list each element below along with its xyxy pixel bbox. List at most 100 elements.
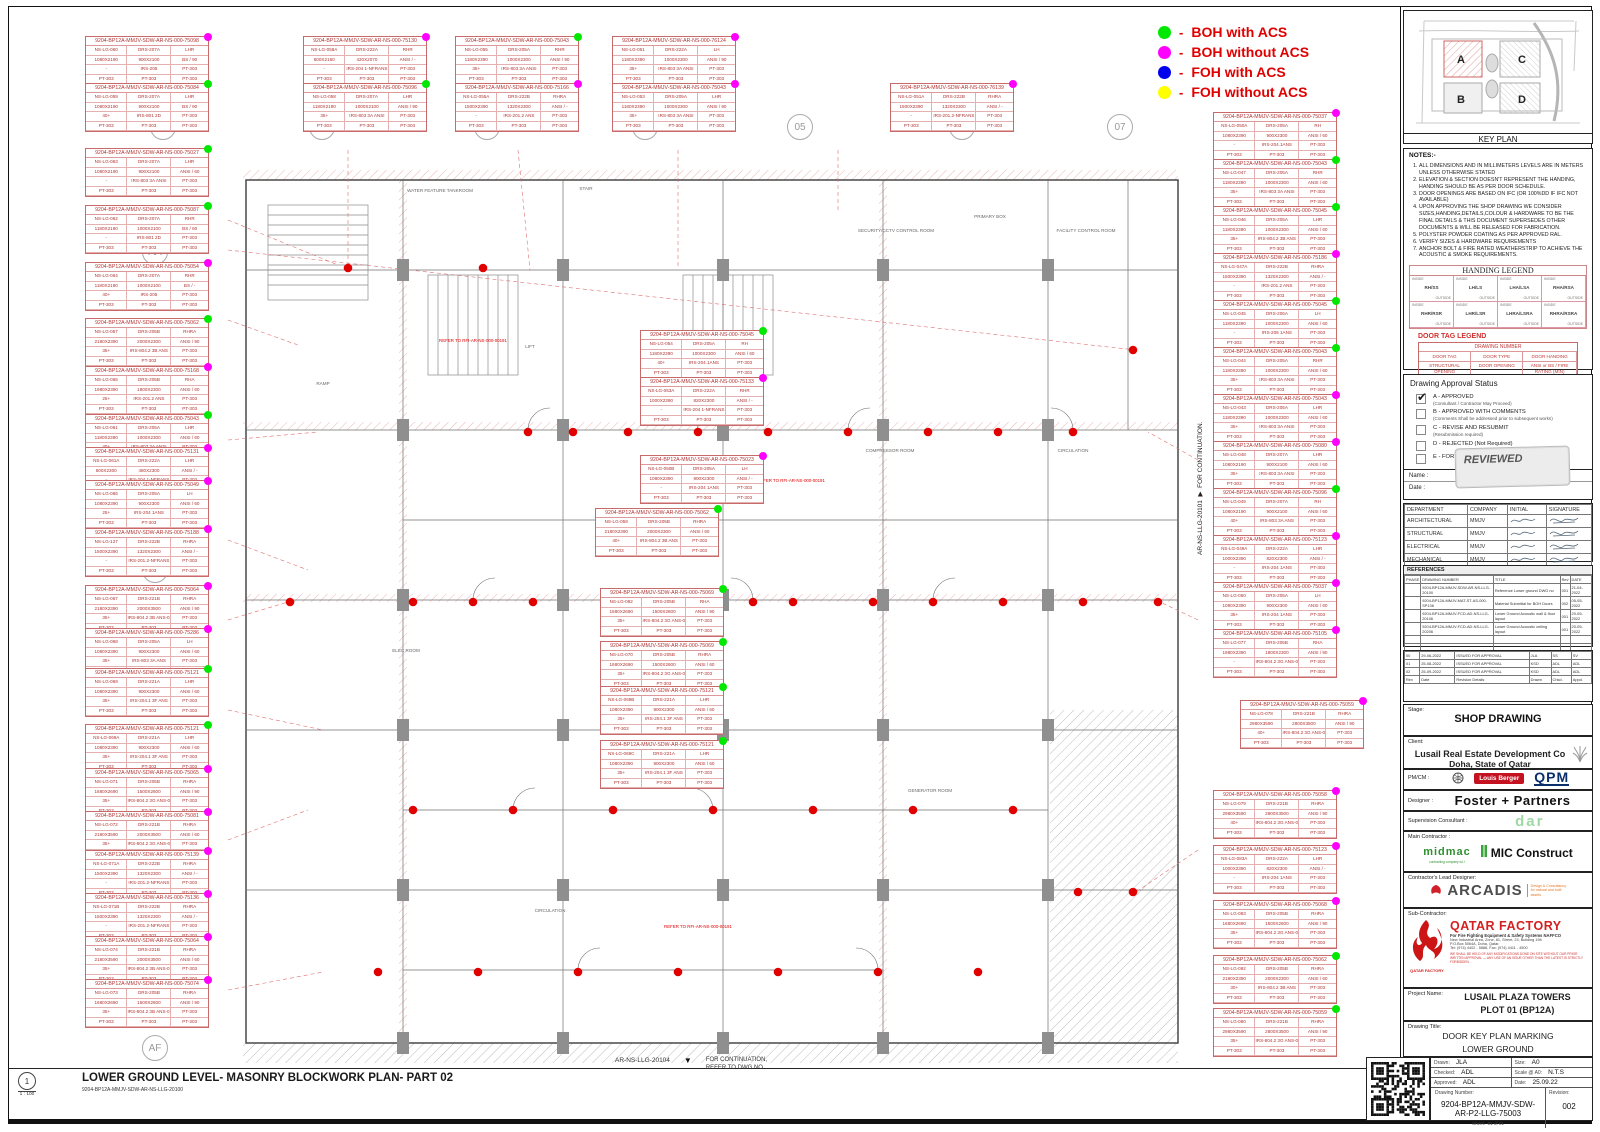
door-tag-cell: 1180X2390 bbox=[1214, 319, 1256, 329]
door-tag-cell: PT-303 bbox=[1214, 1046, 1256, 1056]
door-tag-cell: RHRA bbox=[171, 989, 208, 999]
handing-legend-title: HANDING LEGEND bbox=[1410, 266, 1586, 277]
door-tag-cell: 35+ bbox=[1214, 470, 1256, 480]
boh-without-acs-dot bbox=[759, 452, 767, 460]
references-title: REFERENCES bbox=[1404, 566, 1592, 575]
door-tag-cell: LH bbox=[726, 465, 763, 475]
drawing-title-line1: DOOR KEY PLAN MARKING bbox=[1442, 1031, 1554, 1041]
door-tag-cell: LH bbox=[698, 46, 735, 56]
door-tag-cell: 1080X2390 bbox=[1214, 131, 1256, 141]
door-tag-cell: 1500X2390 bbox=[86, 912, 128, 922]
door-tag-cell: RHRA bbox=[976, 93, 1013, 103]
door-tag-cell: NS-LG-050A bbox=[1214, 122, 1256, 132]
door-tag-cell: ANSI / 90 bbox=[541, 56, 578, 65]
door-tag-cell: RHRA bbox=[171, 860, 208, 870]
note-item: DOOR OPENINGS ARE BASED ON IFC (OR 100%D… bbox=[1419, 191, 1587, 205]
door-tag-cell: PT-303 bbox=[686, 627, 723, 636]
door-tag-cell: DRS-205A bbox=[497, 46, 542, 56]
door-tag-cell: 900X2100 bbox=[127, 167, 172, 177]
door-tag-cell: NS-LG-065 bbox=[86, 376, 128, 386]
lead-designer-label: Contractor's Lead Designer: bbox=[1408, 875, 1477, 881]
door-tag-cell: PT-303 bbox=[171, 65, 208, 75]
door-tag-cell: PT-303 bbox=[726, 484, 763, 494]
revision-header: Date bbox=[1419, 675, 1456, 684]
lead-designer-box: Contractor's Lead Designer: ARCADIS Desi… bbox=[1403, 872, 1593, 908]
door-tag-cell: PT-303 bbox=[171, 922, 208, 932]
continuation-note-bottom: AR-NS-LLG-20104 ▼ FOR CONTINUATION, REFE… bbox=[615, 1057, 767, 1073]
door-tag-cell: PT-303 bbox=[1299, 517, 1336, 527]
key-plan-block-c: C bbox=[1518, 54, 1526, 66]
door-tag-cell: ANSI / 60 bbox=[171, 744, 208, 753]
note-item: ANCHOR BOLT & FIRE RATED WEATHERSTRIP TO… bbox=[1419, 246, 1587, 260]
door-tag-cell: 1680X2690 bbox=[1214, 919, 1256, 929]
door-tag-code: 9204-BP12A-MMJV-SDW-AR-NS-000-75087 bbox=[86, 206, 208, 215]
door-tag-cell: DRS-207A bbox=[127, 272, 172, 282]
door-tag-cell: 35+ bbox=[1214, 235, 1256, 245]
door-tag-cell: RHR bbox=[389, 46, 426, 56]
door-tag-code: 9204-BP12A-MMJV-SDW-AR-NS-000-75062 bbox=[596, 509, 718, 518]
boh-without-acs-dot bbox=[204, 976, 212, 984]
door-tag-cell: NS-LG-047A bbox=[1214, 263, 1256, 273]
door-tag-cell: ANSI / 60 bbox=[726, 350, 763, 359]
door-tag-cell: NS-LG-059 bbox=[86, 93, 128, 103]
boh-without-acs-dot bbox=[204, 808, 212, 816]
door-tag-cell: 1500X2390 bbox=[891, 102, 933, 112]
door-tag-cell: DRS-205B bbox=[127, 778, 172, 788]
door-tag-cell: PT-303 bbox=[171, 405, 208, 414]
door-tag-cell: PT-303 bbox=[86, 706, 128, 716]
door-tag-cell: NS-LG-051 bbox=[613, 46, 655, 56]
door-tag-cell: NS-LG-044 bbox=[1214, 357, 1256, 367]
door-tag-code: 9204-BP12A-MMJV-SDW-AR-NS-000-75080 bbox=[1214, 442, 1336, 451]
door-tag-cell: 2980X3590 bbox=[1214, 1027, 1256, 1037]
boh-with-acs-dot bbox=[1332, 1005, 1340, 1013]
door-tag-cell: RHA bbox=[171, 376, 208, 386]
door-tag-cell: PT-303 bbox=[1299, 470, 1336, 480]
approval-option: B - APPROVED WITH COMMENTS(Comments Shal… bbox=[1416, 409, 1586, 421]
door-tag-code: 9204-BP12A-MMJV-SDW-AR-NS-000-75105 bbox=[1214, 630, 1336, 639]
door-tag-cell: 2000X3500 bbox=[127, 830, 172, 840]
door-tag-cell: PT-303 bbox=[1299, 874, 1336, 884]
legend-item: -FOH with ACS bbox=[1158, 64, 1309, 80]
note-item: ELEVATION & SECTION DOESN'T REPRESENT TH… bbox=[1419, 177, 1587, 191]
client-box: Client: Lusail Real Estate Development C… bbox=[1403, 736, 1593, 773]
note-item: UPON APPROVING THE SHOP DRAWING WE CONSI… bbox=[1419, 204, 1587, 232]
door-tag-cell: RHR bbox=[171, 215, 208, 225]
approval-date-row: Date : bbox=[1409, 485, 1426, 492]
door-tag-cell: 1180X2390 bbox=[1214, 225, 1256, 235]
door-tag-cell: PT-303 bbox=[127, 356, 172, 366]
door-tag-cell: IRS-804.2 3G ANS-01 bbox=[127, 797, 172, 807]
door-tag-cell: 1000X2300 bbox=[1255, 366, 1300, 376]
door-tag-cell: IRS-804.2 3G ANS-01 bbox=[1255, 819, 1300, 829]
door-tag-cell: NS-LG-078 bbox=[1241, 710, 1283, 720]
door-tag-cell: PT-303 bbox=[171, 357, 208, 366]
boh-without-acs-dot bbox=[1332, 532, 1340, 540]
door-tag-cell: PT-303 bbox=[1326, 739, 1363, 748]
boh-with-acs-dot bbox=[719, 638, 727, 646]
view-title: 1 1 : 100 LOWER GROUND LEVEL- MASONRY BL… bbox=[18, 1072, 453, 1097]
door-tag-cell: 1000X2300 bbox=[497, 55, 542, 65]
door-tag-cell: ANSI / 60 bbox=[1299, 367, 1336, 376]
door-tag-cell: PT-303 bbox=[171, 965, 208, 975]
door-tag-cell: ANSI / 60 bbox=[171, 500, 208, 509]
boh-without-acs-dot bbox=[1332, 109, 1340, 117]
svg-text:ELEC ROOM: ELEC ROOM bbox=[392, 648, 420, 653]
dar-logo: dar bbox=[1515, 812, 1545, 830]
boh-without-acs-dot bbox=[1332, 626, 1340, 634]
door-tag-cell: 1180X2390 bbox=[86, 433, 128, 443]
door-tag-cell: 1000X2100 bbox=[127, 281, 172, 291]
door-tag-legend-cell: DOOR TYPE bbox=[1471, 352, 1524, 362]
door-tag-cell: PT-303 bbox=[1255, 993, 1300, 1003]
door-tag-cell: DRS-222B bbox=[932, 93, 977, 103]
louis-berger-logo: Louis Berger bbox=[1474, 772, 1525, 784]
door-tag-cell: 35+ bbox=[613, 65, 655, 75]
door-tag-cell: 1680X2690 bbox=[86, 998, 128, 1008]
door-tag-cell: IRS-804.2 3G ANS-01 bbox=[642, 670, 687, 680]
scale-value: N.T.S bbox=[1548, 1069, 1564, 1076]
door-tag-cell: LHR bbox=[686, 750, 723, 760]
door-tag-cell: DRS-222A bbox=[1255, 855, 1300, 865]
